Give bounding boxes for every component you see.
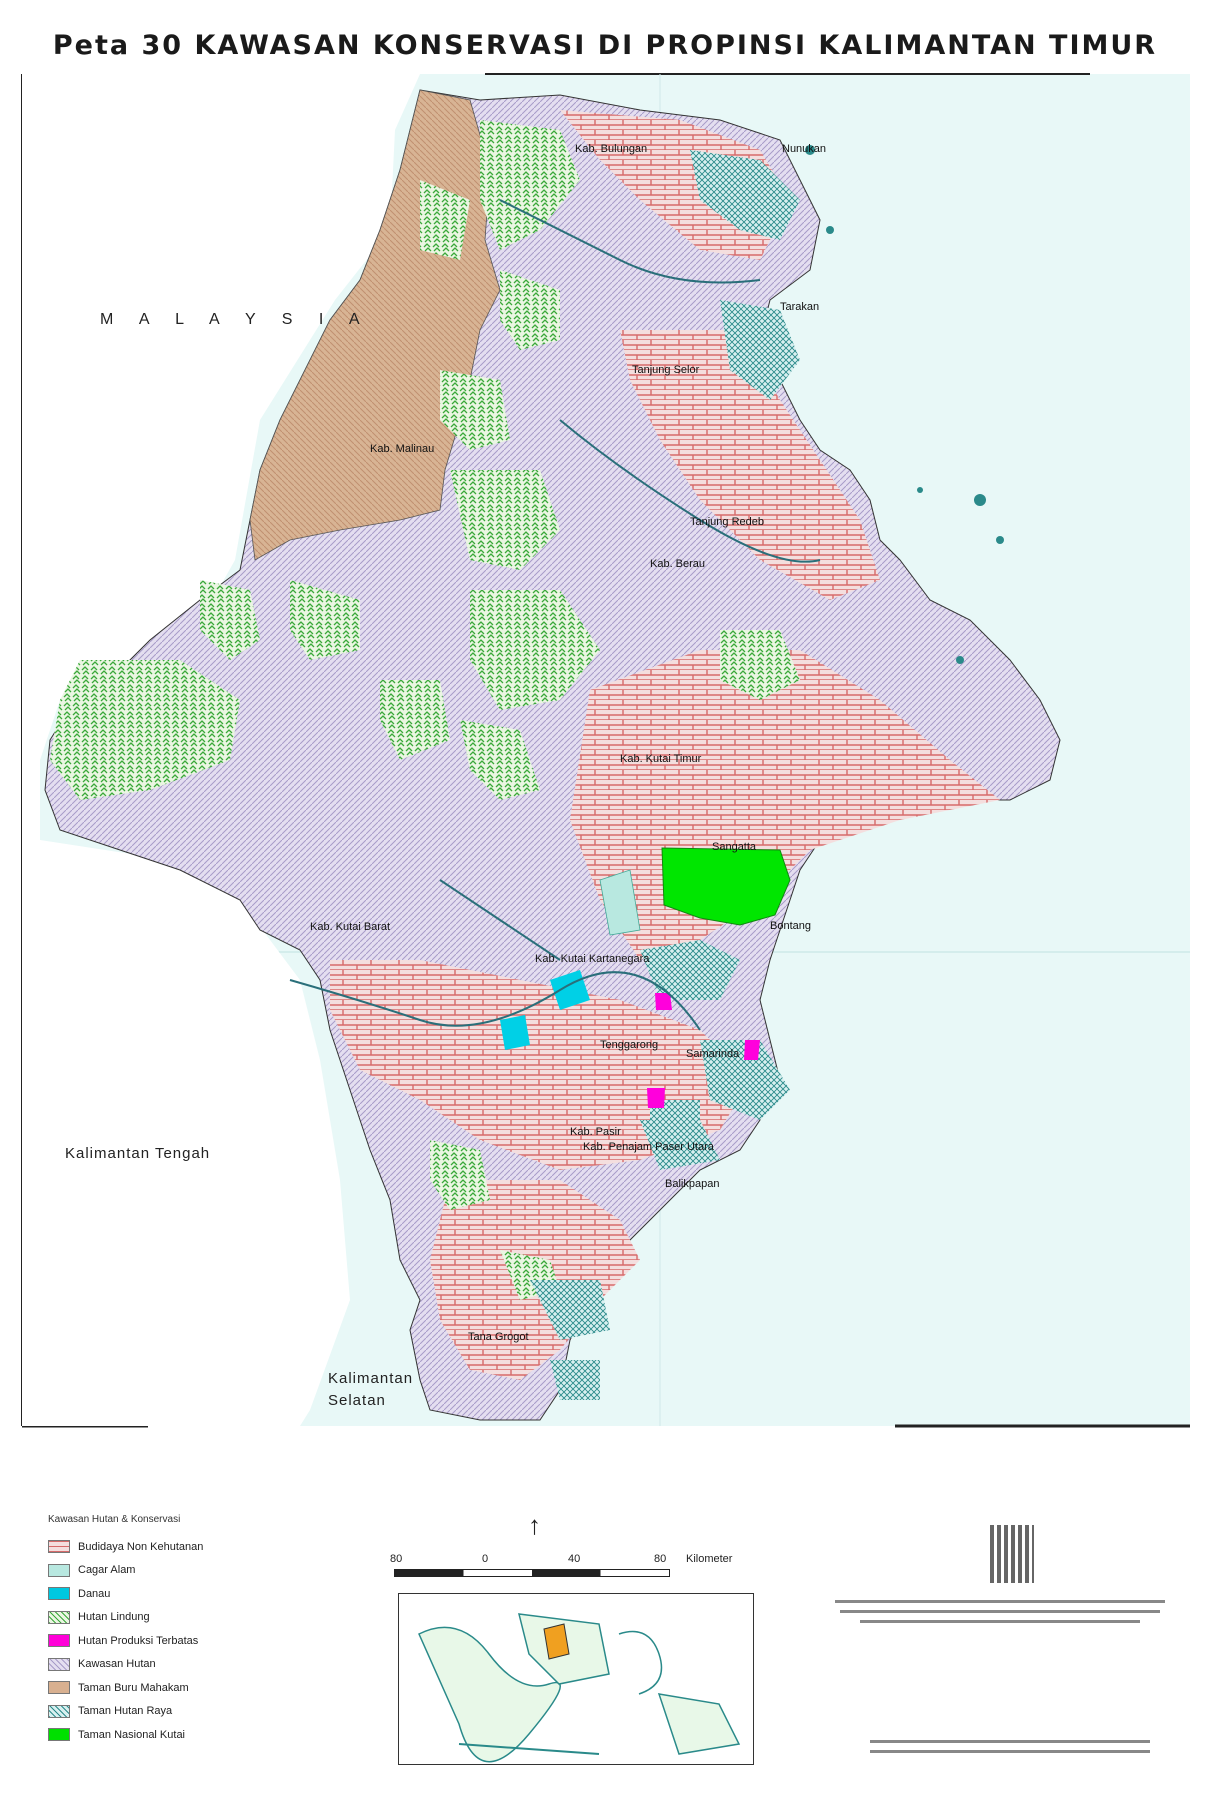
place-label: Tarakan: [780, 301, 819, 313]
place-label: Kab. Kutai Barat: [310, 921, 390, 933]
legend-row: Taman Buru Mahakam: [48, 1676, 348, 1700]
legend-row: Kawasan Hutan: [48, 1653, 348, 1677]
place-label: Kab. Berau: [650, 558, 705, 570]
scale-unit: Kilometer: [686, 1553, 733, 1565]
place-label: Tanjung Redeb: [690, 516, 764, 528]
legend-swatch: [48, 1728, 70, 1742]
islands: [805, 145, 1004, 664]
fine-print-line: [870, 1750, 1150, 1753]
legend: Kawasan Hutan & Konservasi Budidaya Non …: [48, 1514, 348, 1747]
hpt-2: [744, 1040, 760, 1060]
malaysia-kalteng-land: [22, 74, 420, 1426]
map-title: Peta 30 KAWASAN KONSERVASI DI PROPINSI K…: [52, 30, 1158, 61]
label-kalteng: Kalimantan Tengah: [65, 1145, 210, 1162]
place-label: Tana Grogot: [468, 1331, 529, 1343]
institution-logo-icon: [990, 1525, 1034, 1583]
scale-label: 80: [654, 1553, 667, 1565]
legend-label: Cagar Alam: [78, 1564, 136, 1577]
legend-swatch: [48, 1634, 70, 1648]
place-label: Sangatta: [712, 841, 757, 853]
danau-2: [500, 1015, 530, 1050]
legend-swatch: [48, 1563, 70, 1577]
hutan-lindung-patches: [50, 120, 800, 1300]
label-malaysia: M A L A Y S I A: [100, 311, 371, 328]
hpt-3: [647, 1088, 665, 1108]
inset-locator-map: [398, 1593, 754, 1765]
legend-title: Kawasan Hutan & Konservasi: [48, 1514, 181, 1525]
label-kalsel-2: Selatan: [328, 1392, 386, 1409]
fine-print-line: [835, 1600, 1165, 1603]
scale-label: 0: [482, 1553, 489, 1565]
map-canvas: M A L A Y S I A Kalimantan Tengah Kalima…: [21, 73, 1190, 1428]
rivers: [289, 199, 821, 1031]
legend-swatch: [48, 1587, 70, 1601]
legend-row: Hutan Produksi Terbatas: [48, 1629, 348, 1653]
place-label: Kab. Kutai Timur: [620, 753, 702, 765]
label-kalsel-1: Kalimantan: [328, 1370, 413, 1387]
legend-label: Taman Buru Mahakam: [78, 1681, 189, 1694]
legend-label: Budidaya Non Kehutanan: [78, 1540, 204, 1553]
coastal-mangrove: [530, 150, 800, 1400]
fine-print-line: [860, 1620, 1140, 1623]
legend-label: Hutan Lindung: [78, 1611, 150, 1624]
place-label: Samarinda: [686, 1048, 740, 1060]
legend-label: Danau: [78, 1587, 111, 1600]
legend-swatch: [48, 1704, 70, 1718]
cagar-alam-1: [599, 869, 641, 936]
place-label: Tenggarong: [600, 1039, 658, 1051]
legend-swatch: [48, 1657, 70, 1671]
legend-label: Kawasan Hutan: [78, 1658, 156, 1671]
north-arrow-icon: ↑: [528, 1510, 541, 1540]
legend-swatch: [48, 1681, 70, 1695]
place-label: Kab. Penajam Paser Utara: [583, 1141, 715, 1153]
legend-row: Taman Nasional Kutai: [48, 1723, 348, 1747]
place-label: Nunukan: [782, 143, 826, 155]
place-label: Balikpapan: [665, 1178, 719, 1190]
scale-label: 40: [568, 1553, 581, 1565]
place-label: Bontang: [770, 920, 811, 932]
place-label: Kab. Pasir: [570, 1126, 621, 1138]
scale-label: 80: [390, 1553, 403, 1565]
scale-bar-graphic: [394, 1569, 670, 1577]
inset-svg: [418, 1613, 741, 1763]
brick-zone-berau: [620, 330, 880, 600]
taman-nasional-kutai: [661, 847, 791, 926]
legend-row: Taman Hutan Raya: [48, 1700, 348, 1724]
legend-label: Hutan Produksi Terbatas: [78, 1634, 199, 1647]
hpt-1: [655, 993, 672, 1010]
legend-row: Budidaya Non Kehutanan: [48, 1535, 348, 1559]
brick-zone-kukar: [330, 960, 750, 1170]
legend-row: Danau: [48, 1582, 348, 1606]
fine-print-line: [870, 1740, 1150, 1743]
legend-row: Hutan Lindung: [48, 1606, 348, 1630]
legend-row: Cagar Alam: [48, 1559, 348, 1583]
legend-swatch: [48, 1540, 70, 1554]
place-label: Kab. Malinau: [370, 443, 434, 455]
fine-print-line: [840, 1610, 1160, 1613]
scale-bar: 80 0 40 80 Kilometer: [390, 1553, 760, 1583]
place-label: Tanjung Selor: [632, 364, 700, 376]
place-label: Kab. Kutai Kartanegara: [535, 953, 650, 965]
legend-label: Taman Nasional Kutai: [78, 1728, 186, 1741]
legend-swatch: [48, 1610, 70, 1624]
place-label: Kab. Bulungan: [575, 143, 647, 155]
legend-label: Taman Hutan Raya: [78, 1705, 173, 1718]
